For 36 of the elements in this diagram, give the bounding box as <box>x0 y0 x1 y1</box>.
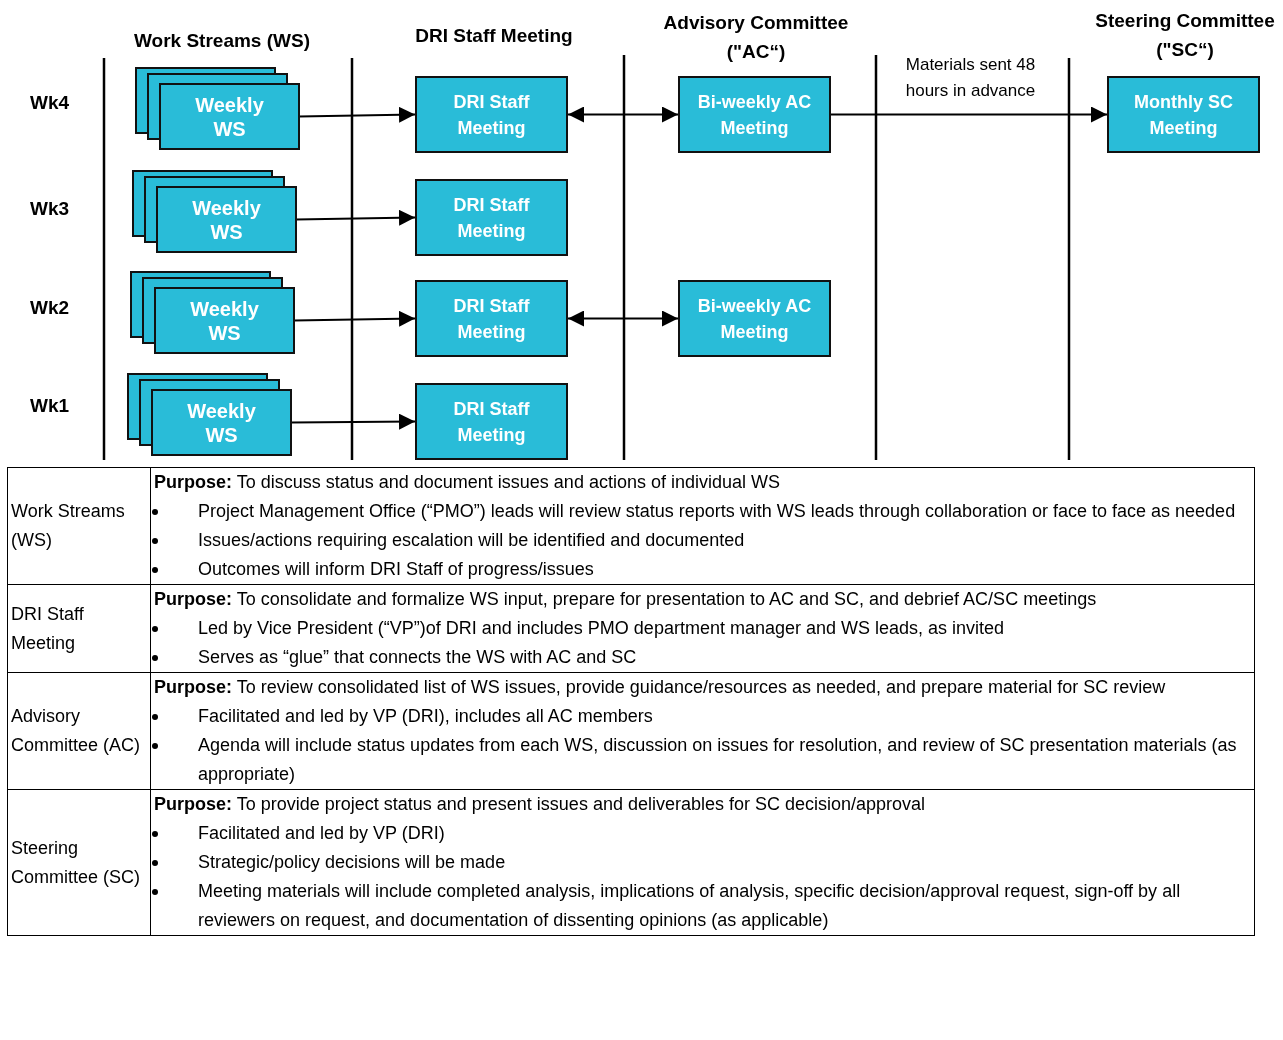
arrow <box>567 106 679 123</box>
arrow <box>830 106 1108 123</box>
column-header: DRI Staff Meeting <box>414 24 574 48</box>
row-header: Advisory Committee (AC) <box>11 706 140 755</box>
bullet-item: Issues/actions requiring escalation will be identified and documented <box>154 526 1251 555</box>
column-header: Advisory Committee ("AC“) <box>662 11 850 64</box>
purpose-text: Purpose: To provide project status and present issues and deliverables for SC decision/approval <box>154 793 927 816</box>
row-label: Wk3 <box>30 198 70 220</box>
bullet-item: Outcomes will inform DRI Staff of progress/issues <box>154 555 1251 584</box>
bullet-item: Facilitated and led by VP (DRI), includes all AC members <box>154 702 1251 731</box>
row-header: Work Streams (WS) <box>11 501 125 550</box>
row-label: Wk1 <box>30 395 70 417</box>
row-label: Wk2 <box>30 297 70 319</box>
row-header: Steering Committee (SC) <box>11 837 140 887</box>
bullet-item: Meeting materials will include completed analysis, implications of analysis, specific decision/approval request, sign-off by all reviewers on request, and documentation of dissenting opinions (as applicable) <box>154 877 1251 935</box>
process-box: Bi-weekly AC Meeting <box>678 280 831 357</box>
process-box: Monthly SC Meeting <box>1107 76 1260 153</box>
arrow <box>567 310 679 327</box>
column-header: Work Streams (WS) <box>133 29 311 53</box>
bullet-item: Led by Vice President (“VP”)of DRI and includes PMO department manager and WS leads, as invited <box>154 614 1251 643</box>
purpose-text: Purpose: To consolidate and formalize WS input, prepare for presentation to AC and SC, and debrief AC/SC meetings <box>154 588 1098 611</box>
purpose-text: Purpose: To review consolidated list of WS issues, provide guidance/resources as needed, and prepare material for SC review <box>154 676 1167 699</box>
process-box: DRI Staff Meeting <box>415 280 568 357</box>
bullet-item: Project Management Office (“PMO”) leads will review status reports with WS leads through collaboration or face to face as needed <box>154 497 1251 526</box>
bullet-item: Facilitated and led by VP (DRI) <box>154 819 1251 848</box>
process-box: DRI Staff Meeting <box>415 76 568 153</box>
process-box: DRI Staff Meeting <box>415 383 568 460</box>
row-header: DRI Staff Meeting <box>11 603 84 653</box>
bullet-item: Strategic/policy decisions will be made <box>154 848 1251 877</box>
bullet-item: Serves as “glue” that connects the WS with AC and SC <box>154 643 1251 672</box>
column-header: Steering Committee ("SC“) <box>1094 9 1276 62</box>
bullet-item: Agenda will include status updates from each WS, discussion on issues for resolution, and review of SC presentation materials (as appropriate) <box>154 731 1251 789</box>
process-box: Bi-weekly AC Meeting <box>678 76 831 153</box>
process-box: DRI Staff Meeting <box>415 179 568 256</box>
purpose-text: Purpose: To discuss status and document issues and actions of individual WS <box>154 471 781 494</box>
row-label: Wk4 <box>30 92 70 114</box>
